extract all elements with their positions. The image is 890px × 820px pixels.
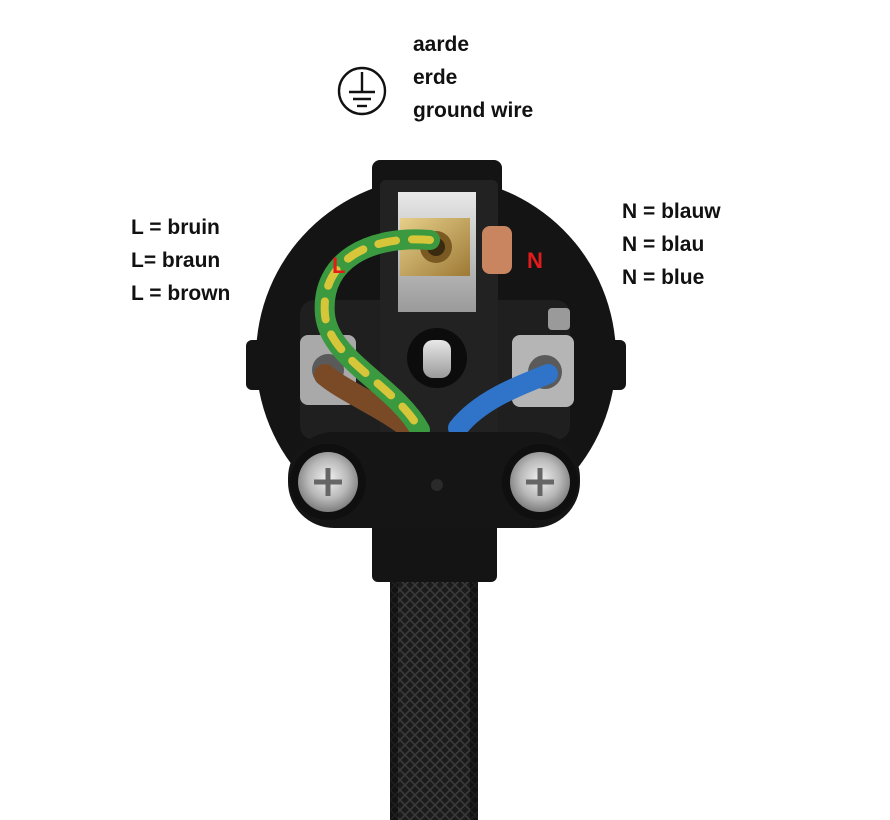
earth-terminal [398,192,512,312]
blue-wire [448,364,558,438]
live-label-german: L= braun [131,249,221,272]
live-label-dutch: L = bruin [131,216,220,239]
neutral-wire-labels: N = blauw N = blau N = blue [622,195,721,294]
neutral-label-dutch: N = blauw [622,200,721,223]
earth-ground-icon [337,66,387,116]
wires [314,229,558,441]
power-cable [390,540,478,820]
live-terminal-letter: L [332,253,345,278]
cable-clamp [288,432,580,528]
neutral-label-english: N = blue [622,266,705,289]
center-pin [407,328,467,388]
clamp-screw-right-icon [502,444,578,520]
ground-label-english: ground wire [413,99,534,122]
clamp-screw-left-icon [290,444,366,520]
neutral-terminal-letter: N [527,248,543,273]
live-label-english: L = brown [131,282,231,305]
ground-wire-labels: aarde erde ground wire [413,28,533,127]
brown-wire [314,364,423,441]
live-wire-labels: L = bruin L= braun L = brown [131,211,230,310]
neutral-label-german: N = blau [622,233,705,256]
ground-label-german: erde [413,66,458,89]
ground-label-dutch: aarde [413,33,470,56]
